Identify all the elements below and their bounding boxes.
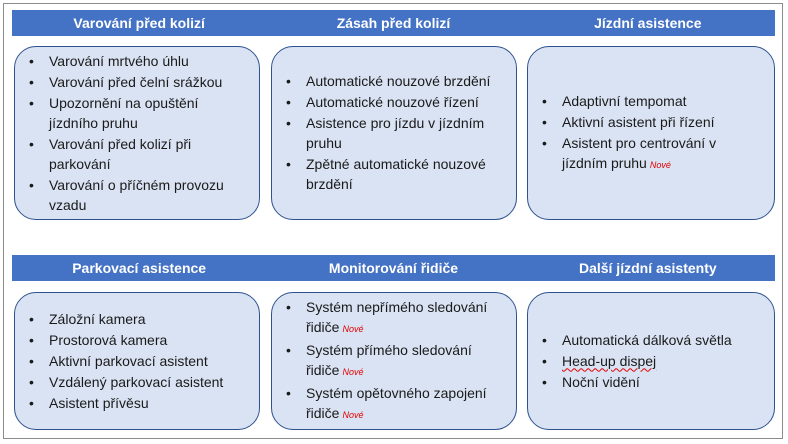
list-item: Prostorová kamera xyxy=(29,330,249,350)
feature-list: Automatická dálková světla Head-up dispe… xyxy=(528,330,774,393)
heading-driving-assistance: Jízdní asistence xyxy=(594,15,702,31)
feature-list: Varování mrtvého úhlu Varování před čeln… xyxy=(15,51,259,216)
list-item: Varování o příčném provozu vzadu xyxy=(29,175,249,215)
card-collision-warning: Varování mrtvého úhlu Varování před čeln… xyxy=(14,46,260,220)
new-badge: Nové xyxy=(342,366,364,377)
new-badge: Nové xyxy=(342,323,364,334)
header-band-top: Varování před kolizí Zásah před kolizí J… xyxy=(12,10,775,36)
header-band-bottom: Parkovací asistence Monitorování řidiče … xyxy=(12,255,775,281)
list-item: Automatická dálková světla xyxy=(542,330,764,350)
feature-list: Adaptivní tempomat Aktivní asistent při … xyxy=(528,91,774,176)
spellcheck-flagged-text: Head-up dispej xyxy=(562,352,657,369)
feature-list: Záložní kamera Prostorová kamera Aktivní… xyxy=(15,309,259,414)
card-parking-assistance: Záložní kamera Prostorová kamera Aktivní… xyxy=(14,292,260,430)
list-item: Head-up dispej xyxy=(542,351,764,371)
list-item: Asistent přívěsu xyxy=(29,393,249,413)
list-item: Vzdálený parkovací asistent xyxy=(29,372,249,392)
new-badge: Nové xyxy=(342,409,364,420)
heading-collision-warning: Varování před kolizí xyxy=(73,15,205,31)
list-item: Automatické nouzové řízení xyxy=(286,92,506,112)
list-item: Varování před kolizí při parkování xyxy=(29,134,249,174)
heading-other-assistants: Další jízdní asistenty xyxy=(578,260,717,276)
heading-parking-assistance: Parkovací asistence xyxy=(72,260,207,276)
feature-list: Automatické nouzové brzdění Automatické … xyxy=(272,71,516,195)
list-item: Asistent pro centrování v jízdním pruhuN… xyxy=(542,133,764,175)
list-item: Aktivní asistent při řízení xyxy=(542,112,764,132)
list-item: Upozornění na opuštění jízdního pruhu xyxy=(29,93,249,133)
list-item: Adaptivní tempomat xyxy=(542,91,764,111)
heading-driver-monitoring: Monitorování řidiče xyxy=(328,260,459,276)
list-item: Automatické nouzové brzdění xyxy=(286,71,506,91)
card-driving-assistance: Adaptivní tempomat Aktivní asistent při … xyxy=(527,46,775,220)
list-item: Varování mrtvého úhlu xyxy=(29,51,249,71)
list-item: Záložní kamera xyxy=(29,309,249,329)
list-item: Zpětné automatické nouzové brzdění xyxy=(286,154,506,194)
list-item: Noční vidění xyxy=(542,372,764,392)
list-item: Aktivní parkovací asistent xyxy=(29,351,249,371)
card-collision-intervention: Automatické nouzové brzdění Automatické … xyxy=(271,46,517,220)
card-other-assistants: Automatická dálková světla Head-up dispe… xyxy=(527,292,775,430)
list-item: Asistence pro jízdu v jízdním pruhu xyxy=(286,113,506,153)
heading-collision-intervention: Zásah před kolizí xyxy=(336,15,451,31)
new-badge: Nové xyxy=(649,159,671,170)
list-item: Varování před čelní srážkou xyxy=(29,72,249,92)
